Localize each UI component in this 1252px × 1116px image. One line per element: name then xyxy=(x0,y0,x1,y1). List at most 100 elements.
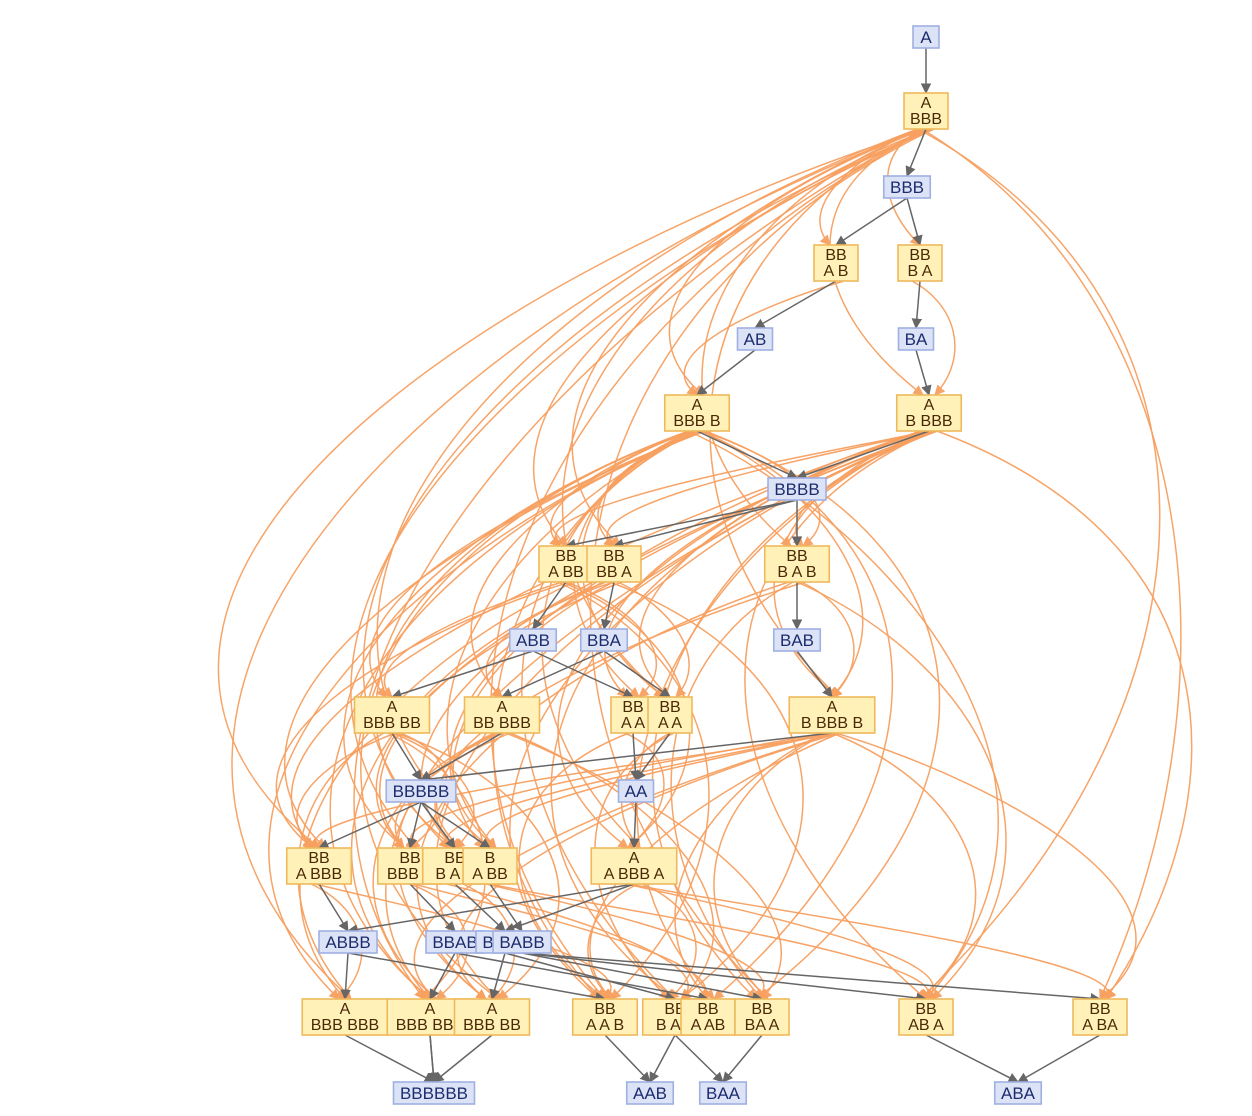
causal-edge xyxy=(625,883,937,1000)
state-edge xyxy=(521,952,928,1004)
causal-edge xyxy=(296,732,397,849)
causal-edge xyxy=(369,430,706,698)
causal-edge xyxy=(275,581,571,849)
event-node-top-label: A xyxy=(629,850,640,867)
state-edge xyxy=(696,349,756,396)
causal-edge xyxy=(231,128,923,1000)
state-node-label: BAA xyxy=(706,1084,741,1103)
state-edge xyxy=(1017,1034,1101,1083)
state-edge xyxy=(532,650,634,698)
event-node-top-label: BB xyxy=(825,247,846,264)
event-node-bottom-label: BBB BB xyxy=(463,1017,521,1034)
causal-edge xyxy=(921,128,1182,1000)
event-node-top-label: BB xyxy=(444,850,465,867)
state-node-box xyxy=(767,477,827,501)
state-node-babb: BABB xyxy=(492,930,552,954)
event-node-bottom-label: BBB xyxy=(910,111,942,128)
event-node-top-label: BB xyxy=(909,247,930,264)
causal-edge xyxy=(911,280,956,396)
causal-edge xyxy=(489,883,937,1000)
event-node-top-label: BB xyxy=(603,548,624,565)
event-node-bottom-label: B A B xyxy=(777,564,816,581)
event-node-top-label: A xyxy=(487,1001,498,1018)
event-node-bottom-label: BBB BBB xyxy=(311,1017,379,1034)
state-edge xyxy=(796,650,833,698)
event-node-top-label: A xyxy=(497,699,508,716)
causal-edge xyxy=(413,883,713,1000)
event-node-bottom-label: B BBB xyxy=(905,413,952,430)
state-edge xyxy=(391,732,422,781)
causal-edge xyxy=(217,128,927,849)
state-node-bba: BBA xyxy=(579,628,629,652)
state-node-box xyxy=(912,25,940,49)
event-node-e26: BBAB A xyxy=(898,998,954,1036)
state-node-aa: AA xyxy=(617,779,655,803)
event-node-box xyxy=(571,998,639,1036)
state-node-box xyxy=(392,1081,476,1105)
state-edge xyxy=(603,650,671,698)
event-node-e14: BBA BBB xyxy=(285,847,353,885)
state-edge xyxy=(905,128,927,177)
state-node-label: AB xyxy=(744,330,767,349)
event-node-bottom-label: A B xyxy=(824,263,849,280)
causal-edge xyxy=(532,128,935,547)
event-node-top-label: BB xyxy=(786,548,807,565)
state-node-label: BBBBB xyxy=(393,782,450,801)
event-node-top-label: A xyxy=(827,699,838,716)
state-edge xyxy=(429,952,456,1000)
state-node-box xyxy=(318,930,378,954)
causal-edge xyxy=(835,732,1137,1000)
state-node-aba: ABA xyxy=(993,1081,1043,1105)
state-edge xyxy=(674,1034,724,1083)
causal-edge xyxy=(674,732,825,1000)
state-node-box xyxy=(882,175,932,199)
causal-edge xyxy=(549,430,930,547)
state-edge xyxy=(911,280,923,330)
event-node-e9: ABBB BB xyxy=(353,696,431,734)
event-node-e22: BBA A B xyxy=(571,998,639,1036)
causal-edge xyxy=(744,430,934,1000)
causal-edge xyxy=(603,430,934,547)
state-node-box xyxy=(698,1081,748,1105)
event-node-box xyxy=(353,696,431,734)
state-edge xyxy=(600,581,615,631)
state-edge xyxy=(427,1034,439,1084)
state-edge xyxy=(504,883,635,933)
state-node-label: BBBBBB xyxy=(400,1084,468,1103)
state-edge xyxy=(504,952,677,1002)
event-node-box xyxy=(663,394,731,432)
event-node-top-label: BB xyxy=(751,1001,772,1018)
causal-edge xyxy=(268,430,702,1000)
state-edge xyxy=(915,349,932,397)
causal-edge xyxy=(796,581,1007,1000)
event-node-bottom-label: BBB B xyxy=(673,413,720,430)
causal-edge xyxy=(936,430,1193,1000)
state-node-box xyxy=(385,779,457,803)
state-node-bbb: BBB xyxy=(882,175,932,199)
event-node-e8: BBB A B xyxy=(763,545,831,583)
state-edge xyxy=(420,801,491,849)
event-node-e1: ABBB xyxy=(903,92,949,130)
state-edge xyxy=(454,952,710,1003)
event-node-e20: ABBB BBB xyxy=(386,998,474,1036)
event-node-bottom-label: BBB A xyxy=(387,866,434,883)
state-node-label: A xyxy=(920,28,932,47)
event-node-e7: BBBB A xyxy=(586,545,642,583)
event-node-top-label: A xyxy=(425,1001,436,1018)
event-node-box xyxy=(903,92,949,130)
state-node-ab: AB xyxy=(736,327,774,351)
state-edge xyxy=(501,650,605,698)
causal-edge xyxy=(413,732,837,1000)
event-node-bottom-label: A A xyxy=(621,715,645,732)
state-edge xyxy=(635,732,671,781)
event-node-bottom-label: B A xyxy=(908,263,933,280)
event-node-top-label: B xyxy=(485,850,496,867)
event-node-bottom-label: A BBB xyxy=(296,866,342,883)
causal-edge xyxy=(668,128,927,396)
causal-edge xyxy=(629,883,1117,1000)
causal-edge xyxy=(831,732,977,1000)
state-edge xyxy=(604,1034,651,1083)
event-node-box xyxy=(734,998,790,1036)
causal-edge xyxy=(446,430,698,849)
state-edge xyxy=(835,197,908,246)
